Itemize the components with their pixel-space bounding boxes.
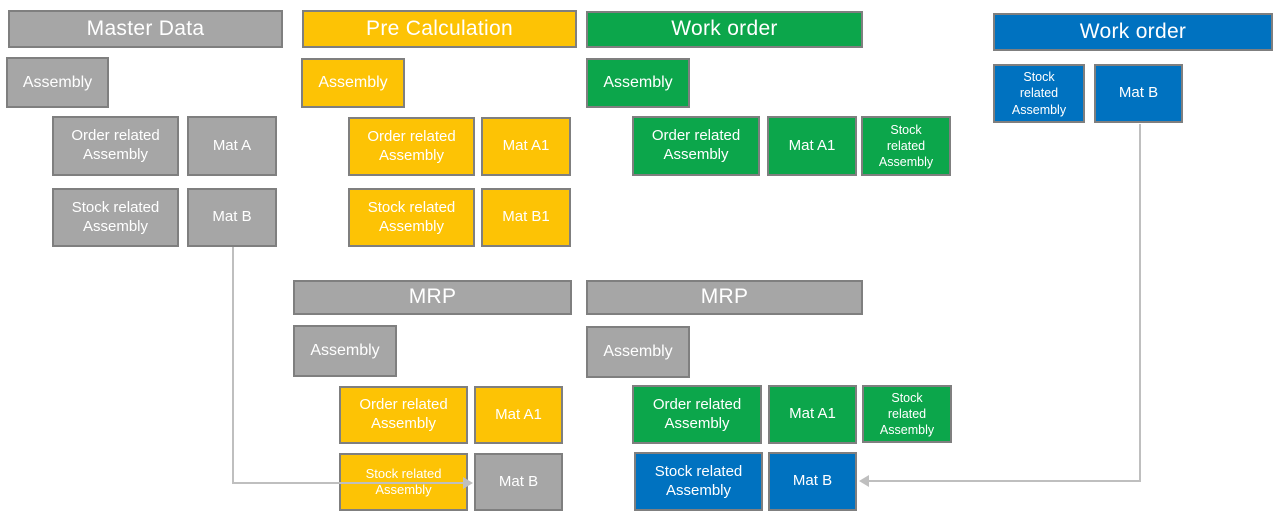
mrp-2-assembly-box: Assembly xyxy=(586,326,690,378)
work-order-production-assembly-box: Assembly xyxy=(586,58,690,108)
master-data-assembly-box: Assembly xyxy=(6,57,109,108)
mrp-1-order-related-assembly-box: Order related Assembly xyxy=(339,386,468,444)
mrp-2-mat-b-box: Mat B xyxy=(768,452,857,511)
mrp-1-mat-a1-box: Mat A1 xyxy=(474,386,563,444)
work-order-stock-mat-b-box: Mat B xyxy=(1094,64,1183,123)
pre-calculation-order-related-assembly-box: Order related Assembly xyxy=(348,117,475,176)
arrowhead-left-icon xyxy=(859,475,869,487)
mrp-1-mat-b-box: Mat B xyxy=(474,453,563,511)
mrp-2-stock-related-assembly-blue-box: Stock related Assembly xyxy=(634,452,763,511)
mrp-2-order-related-assembly-box: Order related Assembly xyxy=(632,385,762,444)
master-data-order-related-assembly-box: Order related Assembly xyxy=(52,116,179,176)
work-order-production-section-header: Work order xyxy=(586,11,863,48)
mrp-1-stock-related-assembly-box: Stock related Assembly xyxy=(339,453,468,511)
master-data-section-header: Master Data xyxy=(8,10,283,48)
master-data-stock-related-assembly-box: Stock related Assembly xyxy=(52,188,179,247)
pre-calculation-assembly-box: Assembly xyxy=(301,58,405,108)
pre-calculation-stock-related-assembly-box: Stock related Assembly xyxy=(348,188,475,247)
work-order-production-mat-a1-box: Mat A1 xyxy=(767,116,857,176)
mrp-1-section-header: MRP xyxy=(293,280,572,315)
mrp-2-mat-a1-box: Mat A1 xyxy=(768,385,857,444)
pre-calculation-mat-a1-box: Mat A1 xyxy=(481,117,571,176)
master-data-mat-a-box: Mat A xyxy=(187,116,277,176)
pre-calculation-section-header: Pre Calculation xyxy=(302,10,577,48)
pre-calculation-mat-b1-box: Mat B1 xyxy=(481,188,571,247)
work-order-stock-section-header: Work order xyxy=(993,13,1273,51)
work-order-stock-stock-related-assembly-box: Stock related Assembly xyxy=(993,64,1085,123)
mrp-2-stock-related-assembly-green-box: Stock related Assembly xyxy=(862,385,952,443)
work-order-production-stock-related-assembly-box: Stock related Assembly xyxy=(861,116,951,176)
master-data-mat-b-box: Mat B xyxy=(187,188,277,247)
work-order-production-order-related-assembly-box: Order related Assembly xyxy=(632,116,760,176)
mrp-2-section-header: MRP xyxy=(586,280,863,315)
mrp-1-assembly-box: Assembly xyxy=(293,325,397,377)
